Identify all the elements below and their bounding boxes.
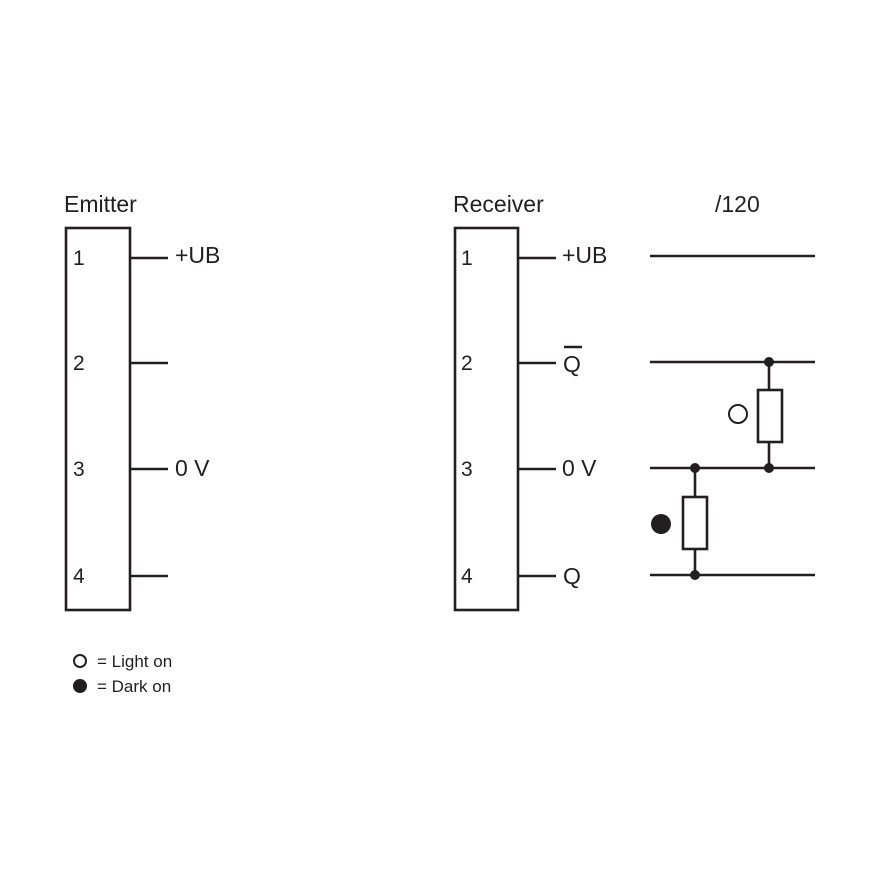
load-light-resistor [756, 388, 784, 444]
emitter-pin-4-number: 4 [73, 565, 85, 588]
junction-dot [690, 570, 700, 580]
receiver-pin-1-label: +UB [562, 242, 607, 268]
emitter-pin-1-number: 1 [73, 247, 85, 270]
emitter-pin-1-label: +UB [175, 242, 220, 268]
emitter-connector-box [64, 226, 132, 612]
dark-on-filled-circle-icon [651, 514, 671, 534]
receiver-pin-4-label: Q [563, 563, 581, 589]
legend-filled-circle-icon [73, 679, 87, 693]
receiver-pin-4-number: 4 [461, 565, 473, 588]
receiver-pin-2-number: 2 [461, 352, 473, 375]
receiver-pin-3-number: 3 [461, 458, 473, 481]
legend-dark-on: = Dark on [97, 677, 171, 696]
receiver-pin-2-label-q-bar: Q [563, 351, 581, 377]
light-on-open-circle-icon [728, 404, 748, 424]
receiver-pin-3-label: 0 V [562, 455, 597, 481]
receiver-connector-box [453, 226, 520, 612]
emitter-pin-3-number: 3 [73, 458, 85, 481]
legend-light-on: = Light on [97, 652, 172, 671]
legend-open-circle-icon [73, 654, 87, 668]
junction-dot [764, 357, 774, 367]
emitter-pin-2-number: 2 [73, 352, 85, 375]
junction-dot [764, 463, 774, 473]
emitter-title: Emitter [64, 191, 137, 217]
junction-dot [690, 463, 700, 473]
emitter-pin-3-label: 0 V [175, 455, 210, 481]
receiver-pin-1-number: 1 [461, 247, 473, 270]
load-dark-resistor [681, 495, 709, 551]
receiver-title: Receiver [453, 191, 544, 217]
variant-title: /120 [715, 191, 760, 217]
